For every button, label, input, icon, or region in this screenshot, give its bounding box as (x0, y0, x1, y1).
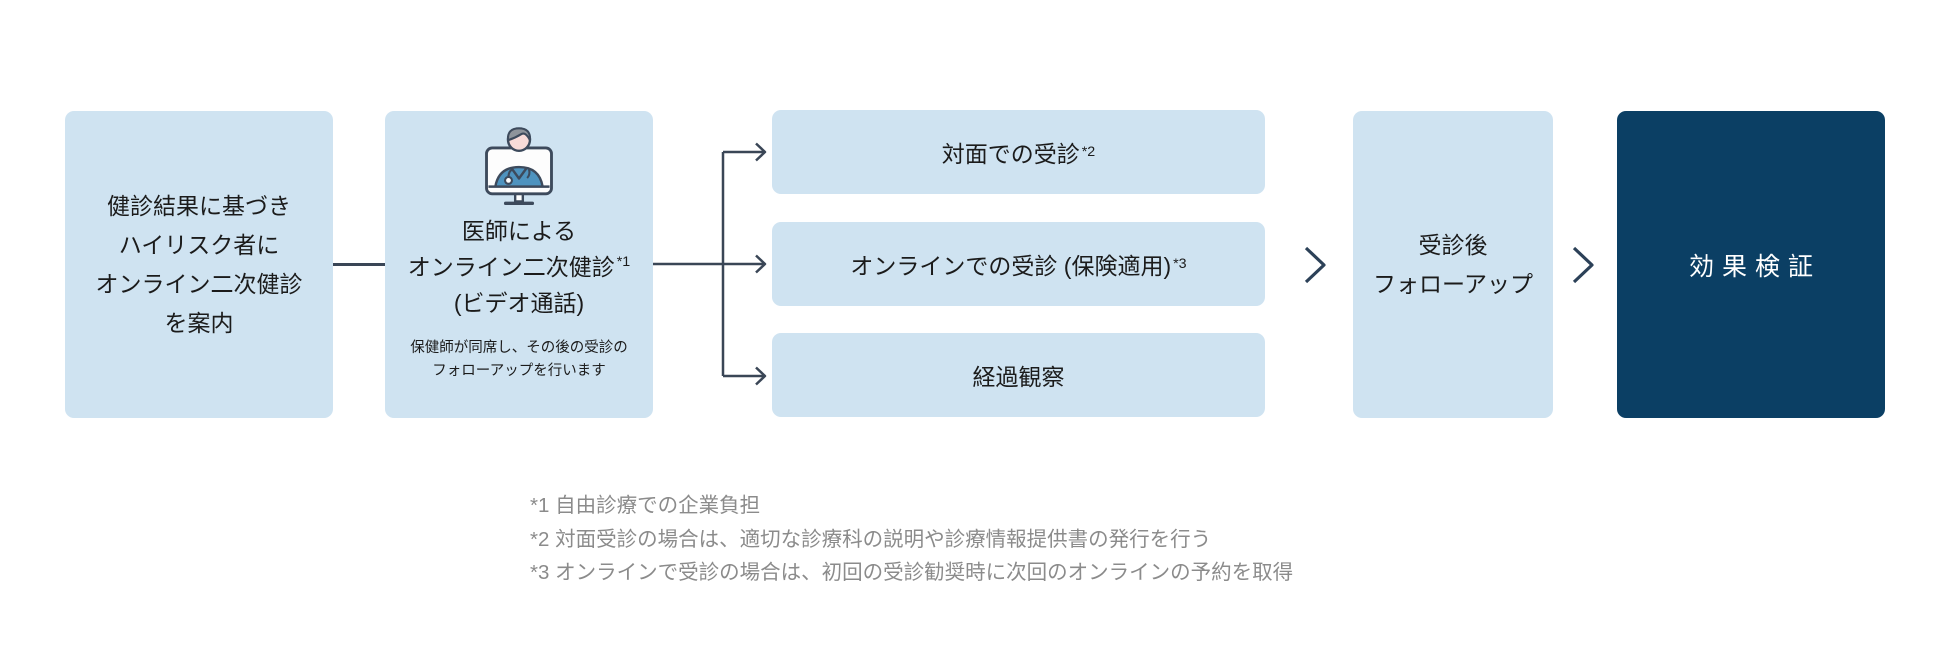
branch-box-observation: 経過観察 (772, 333, 1265, 417)
footnote-ref-1: *1 (616, 254, 631, 271)
step2-title-line2: オンライン二次健診*1 (407, 254, 631, 280)
branch1-label: 対面での受診 (941, 141, 1080, 167)
step1-line2: ハイリスク者に (118, 231, 280, 258)
branch-arrows (653, 142, 767, 386)
step-box-followup: 受診後 フォローアップ (1353, 111, 1553, 418)
branch3-label: 経過観察 (972, 364, 1065, 390)
step2-title-line3: (ビデオ通話) (453, 290, 585, 316)
chevron-right-icon (1572, 246, 1594, 284)
step1-line4: を案内 (164, 309, 234, 336)
step2-note-line2: フォローアップを行います (432, 363, 606, 379)
connector-line (333, 263, 385, 266)
footnote-3: *3 オンラインで受診の場合は、初回の受診勧奨時に次回のオンラインの予約を取得 (530, 561, 1294, 584)
step4-line2: フォローアップ (1372, 270, 1534, 297)
step5-label: 効果検証 (1688, 252, 1821, 281)
chevron-right-icon (1304, 246, 1326, 284)
step1-line3: オンライン二次健診 (95, 270, 303, 297)
footnote-2: *2 対面受診の場合は、適切な診療科の説明や診療情報提供書の発行を行う (530, 527, 1212, 551)
step4-line1: 受診後 (1418, 231, 1488, 258)
doctor-on-monitor-icon (476, 125, 562, 211)
step2-title-line1: 医師による (461, 218, 577, 244)
footnotes: *1 自由診療での企業負担 *2 対面受診の場合は、適切な診療科の説明や診療情報… (530, 489, 1293, 590)
step-box-effect-verification: 効果検証 (1617, 111, 1885, 418)
branch-box-online-visit: オンラインでの受診 (保険適用)*3 (772, 222, 1265, 306)
step1-line1: 健診結果に基づき (107, 192, 291, 219)
step-box-online-checkup: 医師による オンライン二次健診*1 (ビデオ通話) 保健師が同席し、その後の受診… (385, 111, 653, 418)
step2-note-line1: 保健師が同席し、その後の受診の (410, 340, 628, 356)
branch2-label: オンラインでの受診 (保険適用) (850, 253, 1172, 279)
footnote-1: *1 自由診療での企業負担 (530, 494, 761, 517)
branch-box-inperson-visit: 対面での受診*2 (772, 110, 1265, 194)
step-box-guide-highrisk: 健診結果に基づき ハイリスク者に オンライン二次健診 を案内 (65, 111, 333, 418)
